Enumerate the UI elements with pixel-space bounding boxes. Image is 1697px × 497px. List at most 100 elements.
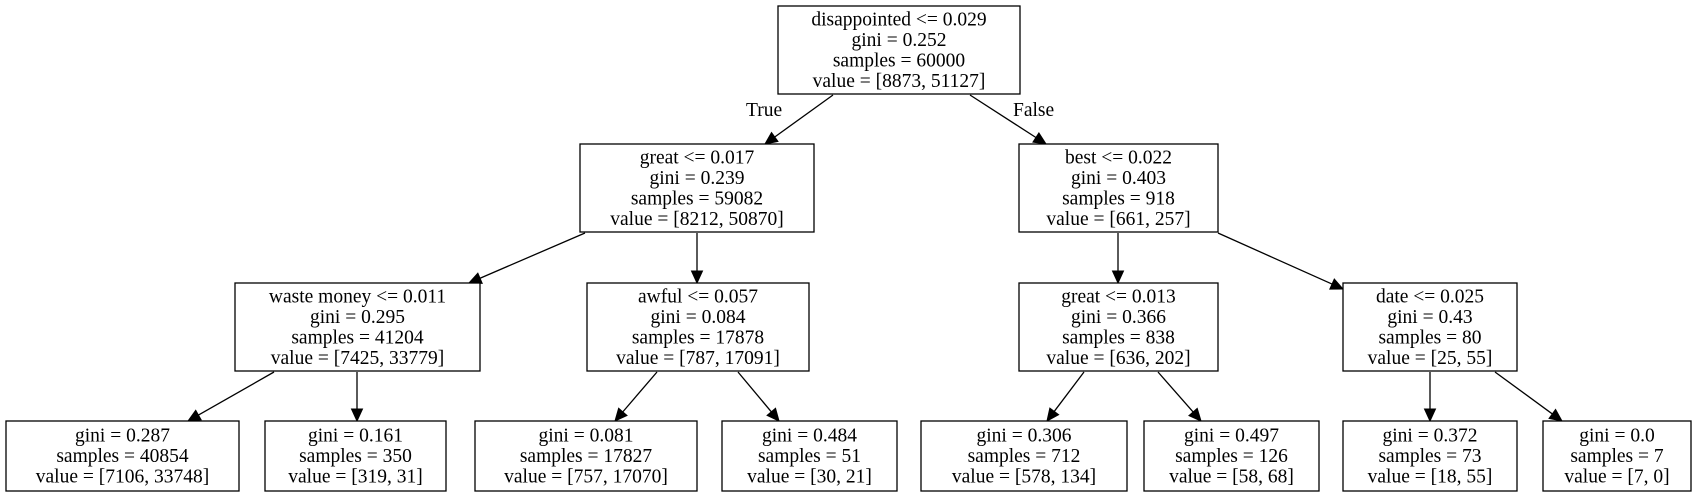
node-box — [579, 143, 815, 233]
arrowhead — [350, 408, 364, 423]
arrowhead — [1046, 407, 1060, 422]
node-box — [234, 282, 481, 372]
node-line: value = [319, 31] — [288, 467, 422, 488]
node-line: gini = 0.161 — [308, 426, 403, 447]
node-line: samples = 80 — [1378, 327, 1481, 348]
node-line: value = [757, 17070] — [504, 467, 668, 488]
node-line: value = [25, 55] — [1368, 348, 1493, 369]
node-box — [721, 420, 898, 492]
node-line: samples = 59082 — [631, 188, 763, 209]
node-line: samples = 41204 — [291, 327, 424, 348]
node-line: samples = 712 — [968, 446, 1081, 467]
node-box — [5, 420, 240, 492]
node-line: samples = 60000 — [833, 50, 965, 71]
arrowhead — [1032, 131, 1048, 145]
node-line: value = [8212, 50870] — [610, 209, 783, 230]
arrowhead — [1188, 407, 1202, 422]
tree-edge-n5-l5 — [1046, 371, 1085, 422]
node-line: samples = 350 — [299, 446, 412, 467]
node-line: gini = 0.366 — [1071, 307, 1166, 328]
tree-edge-n3-l1 — [186, 371, 275, 422]
node-line: samples = 7 — [1570, 446, 1664, 467]
tree-edge-n6-l7 — [1423, 372, 1437, 423]
arrowhead — [1548, 408, 1563, 422]
node-box — [777, 5, 1021, 95]
edge-line — [737, 371, 772, 413]
tree-edge-root-n2 — [969, 94, 1048, 145]
node-line: value = [7, 0] — [1564, 467, 1669, 488]
node-box — [920, 420, 1128, 492]
node-box — [1342, 282, 1518, 372]
tree-edge-n2-n5 — [1111, 233, 1125, 285]
node-line: great <= 0.017 — [640, 147, 755, 168]
node-line: gini = 0.43 — [1387, 307, 1472, 328]
edge-line — [479, 232, 586, 279]
edge-line — [1494, 371, 1553, 415]
tree-edge-n4-l3 — [614, 371, 658, 422]
node-box — [1342, 420, 1518, 492]
node-box — [1018, 143, 1219, 233]
arrowhead — [186, 409, 202, 422]
edge-line — [1157, 371, 1194, 413]
edge-line — [969, 94, 1037, 139]
node-line: value = [636, 202] — [1046, 348, 1190, 369]
node-line: value = [58, 68] — [1169, 467, 1294, 488]
node-line: gini = 0.403 — [1071, 168, 1166, 189]
node-line: value = [18, 55] — [1368, 467, 1493, 488]
node-line: value = [7425, 33779] — [271, 348, 444, 369]
node-line: samples = 51 — [758, 446, 861, 467]
true-edge-label: True — [746, 100, 782, 121]
node-line: samples = 73 — [1378, 446, 1481, 467]
tree-edge-root-n1 — [764, 94, 834, 145]
arrowhead — [690, 270, 704, 285]
node-line: samples = 918 — [1062, 188, 1175, 209]
node-line: samples = 17827 — [520, 446, 653, 467]
tree-edge-n4-l4 — [737, 371, 780, 422]
node-box — [586, 282, 810, 372]
node-box — [1542, 420, 1692, 492]
node-line: samples = 17878 — [632, 327, 764, 348]
arrowhead — [1111, 270, 1125, 285]
node-box — [264, 420, 447, 492]
node-line: value = [30, 21] — [747, 467, 872, 488]
tree-edge-n5-l6 — [1157, 371, 1202, 422]
edge-line — [774, 94, 834, 138]
node-line: gini = 0.372 — [1383, 426, 1478, 447]
node-line: gini = 0.484 — [762, 426, 857, 447]
node-line: value = [787, 17091] — [616, 348, 780, 369]
edge-line — [622, 371, 658, 413]
node-box — [474, 420, 698, 492]
tree-edge-n1-n3 — [467, 232, 586, 284]
edge-line — [1053, 371, 1085, 412]
node-line: gini = 0.295 — [310, 307, 405, 328]
arrowhead — [467, 272, 483, 284]
node-box — [1143, 420, 1320, 492]
tree-edge-n1-n4 — [690, 233, 704, 285]
node-line: gini = 0.252 — [852, 30, 947, 51]
arrowhead — [1329, 278, 1345, 290]
node-box — [1018, 282, 1219, 372]
tree-edges — [186, 94, 1563, 423]
node-line: date <= 0.025 — [1376, 286, 1484, 307]
node-line: gini = 0.084 — [651, 307, 746, 328]
arrowhead — [766, 407, 780, 422]
node-line: samples = 126 — [1175, 446, 1288, 467]
node-line: gini = 0.497 — [1184, 426, 1279, 447]
node-line: great <= 0.013 — [1061, 286, 1176, 307]
node-line: samples = 838 — [1062, 327, 1175, 348]
tree-edge-n6-l8 — [1494, 371, 1563, 422]
node-line: gini = 0.239 — [650, 168, 745, 189]
